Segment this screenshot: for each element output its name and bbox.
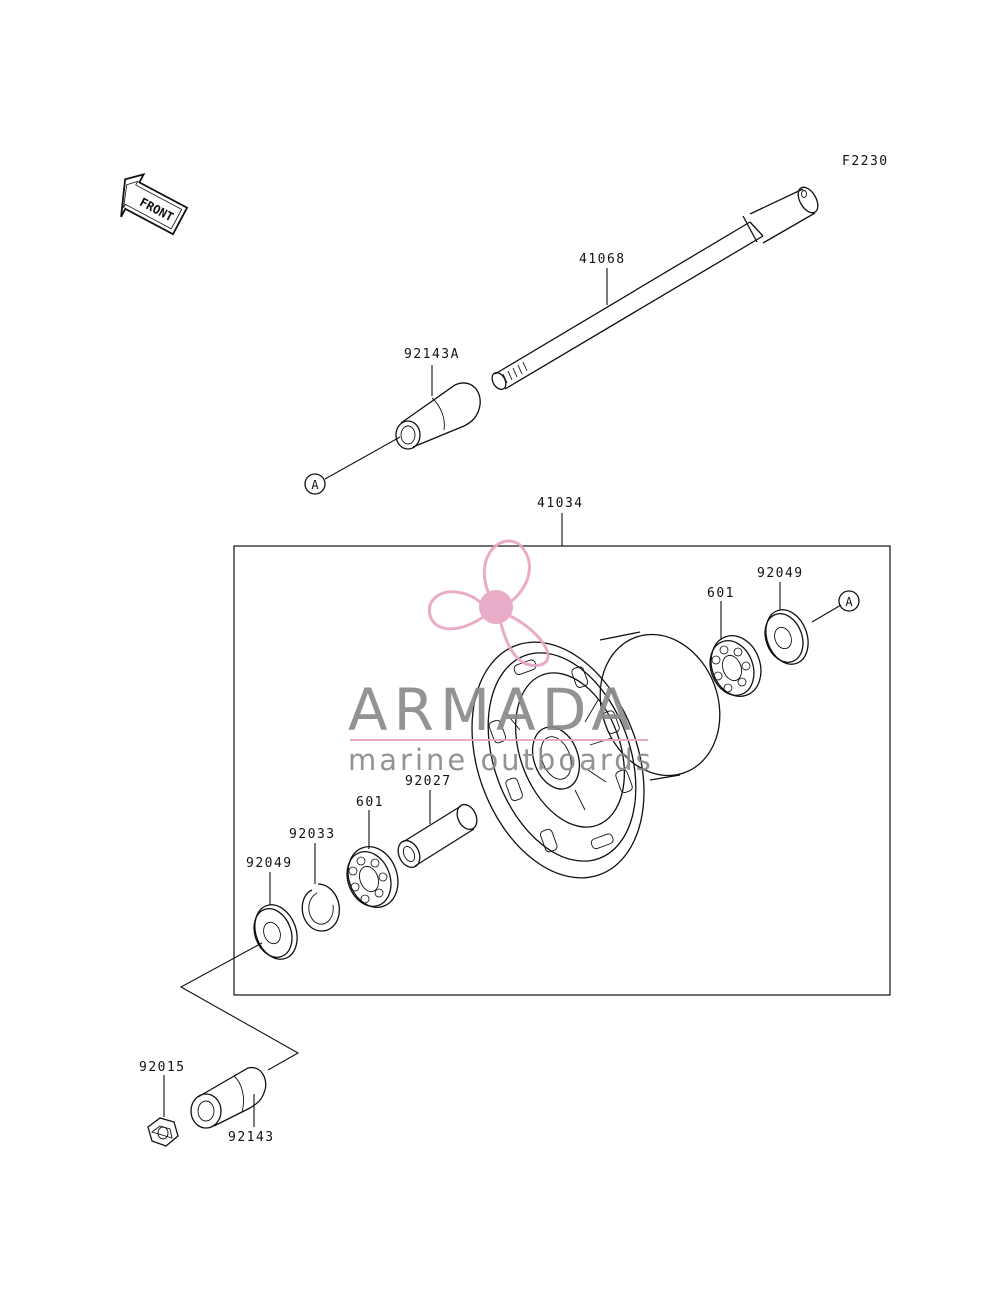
leader-ref-a-right	[811, 604, 842, 623]
callout-92049-right: 92049	[757, 566, 804, 581]
ref-a-left-circle	[304, 473, 326, 495]
callout-92049-left: 92049	[246, 856, 293, 871]
bearing-601-right	[709, 635, 762, 697]
front-direction-arrow: FRONT	[120, 173, 189, 236]
circlip-92033	[301, 883, 340, 932]
watermark-brand: ARMADA	[348, 676, 637, 744]
figure-code: F2230	[842, 154, 889, 169]
ref-a-right-circle	[838, 590, 860, 612]
callout-601-right: 601	[707, 586, 735, 601]
callout-92033: 92033	[289, 827, 336, 842]
watermark: ARMADA marine outboards	[348, 539, 654, 777]
callout-92027: 92027	[405, 774, 452, 789]
callout-92143: 92143	[228, 1130, 275, 1145]
callout-92143a: 92143A	[404, 347, 460, 362]
front-wheel-rim	[471, 631, 721, 879]
watermark-tagline: marine outboards	[348, 743, 654, 777]
seal-92049-left	[253, 904, 298, 960]
propeller-icon	[427, 539, 550, 667]
assembly-connector-line	[179, 942, 300, 1071]
callout-92015: 92015	[139, 1060, 186, 1075]
callout-41068: 41068	[579, 252, 626, 267]
seal-92049-right	[764, 609, 809, 665]
callout-601-left: 601	[356, 795, 384, 810]
nut-92015	[147, 1117, 179, 1147]
axle-41068	[491, 186, 819, 391]
leader-ref-a-left	[324, 436, 401, 480]
spacer-92143a	[395, 382, 481, 450]
wheel-assembly-frame	[233, 545, 891, 996]
collar-92027	[397, 803, 478, 869]
bearing-601-left	[346, 846, 399, 908]
callout-41034: 41034	[537, 496, 584, 511]
ref-a-left-label: A	[311, 478, 319, 492]
ref-a-right-label: A	[845, 595, 853, 609]
